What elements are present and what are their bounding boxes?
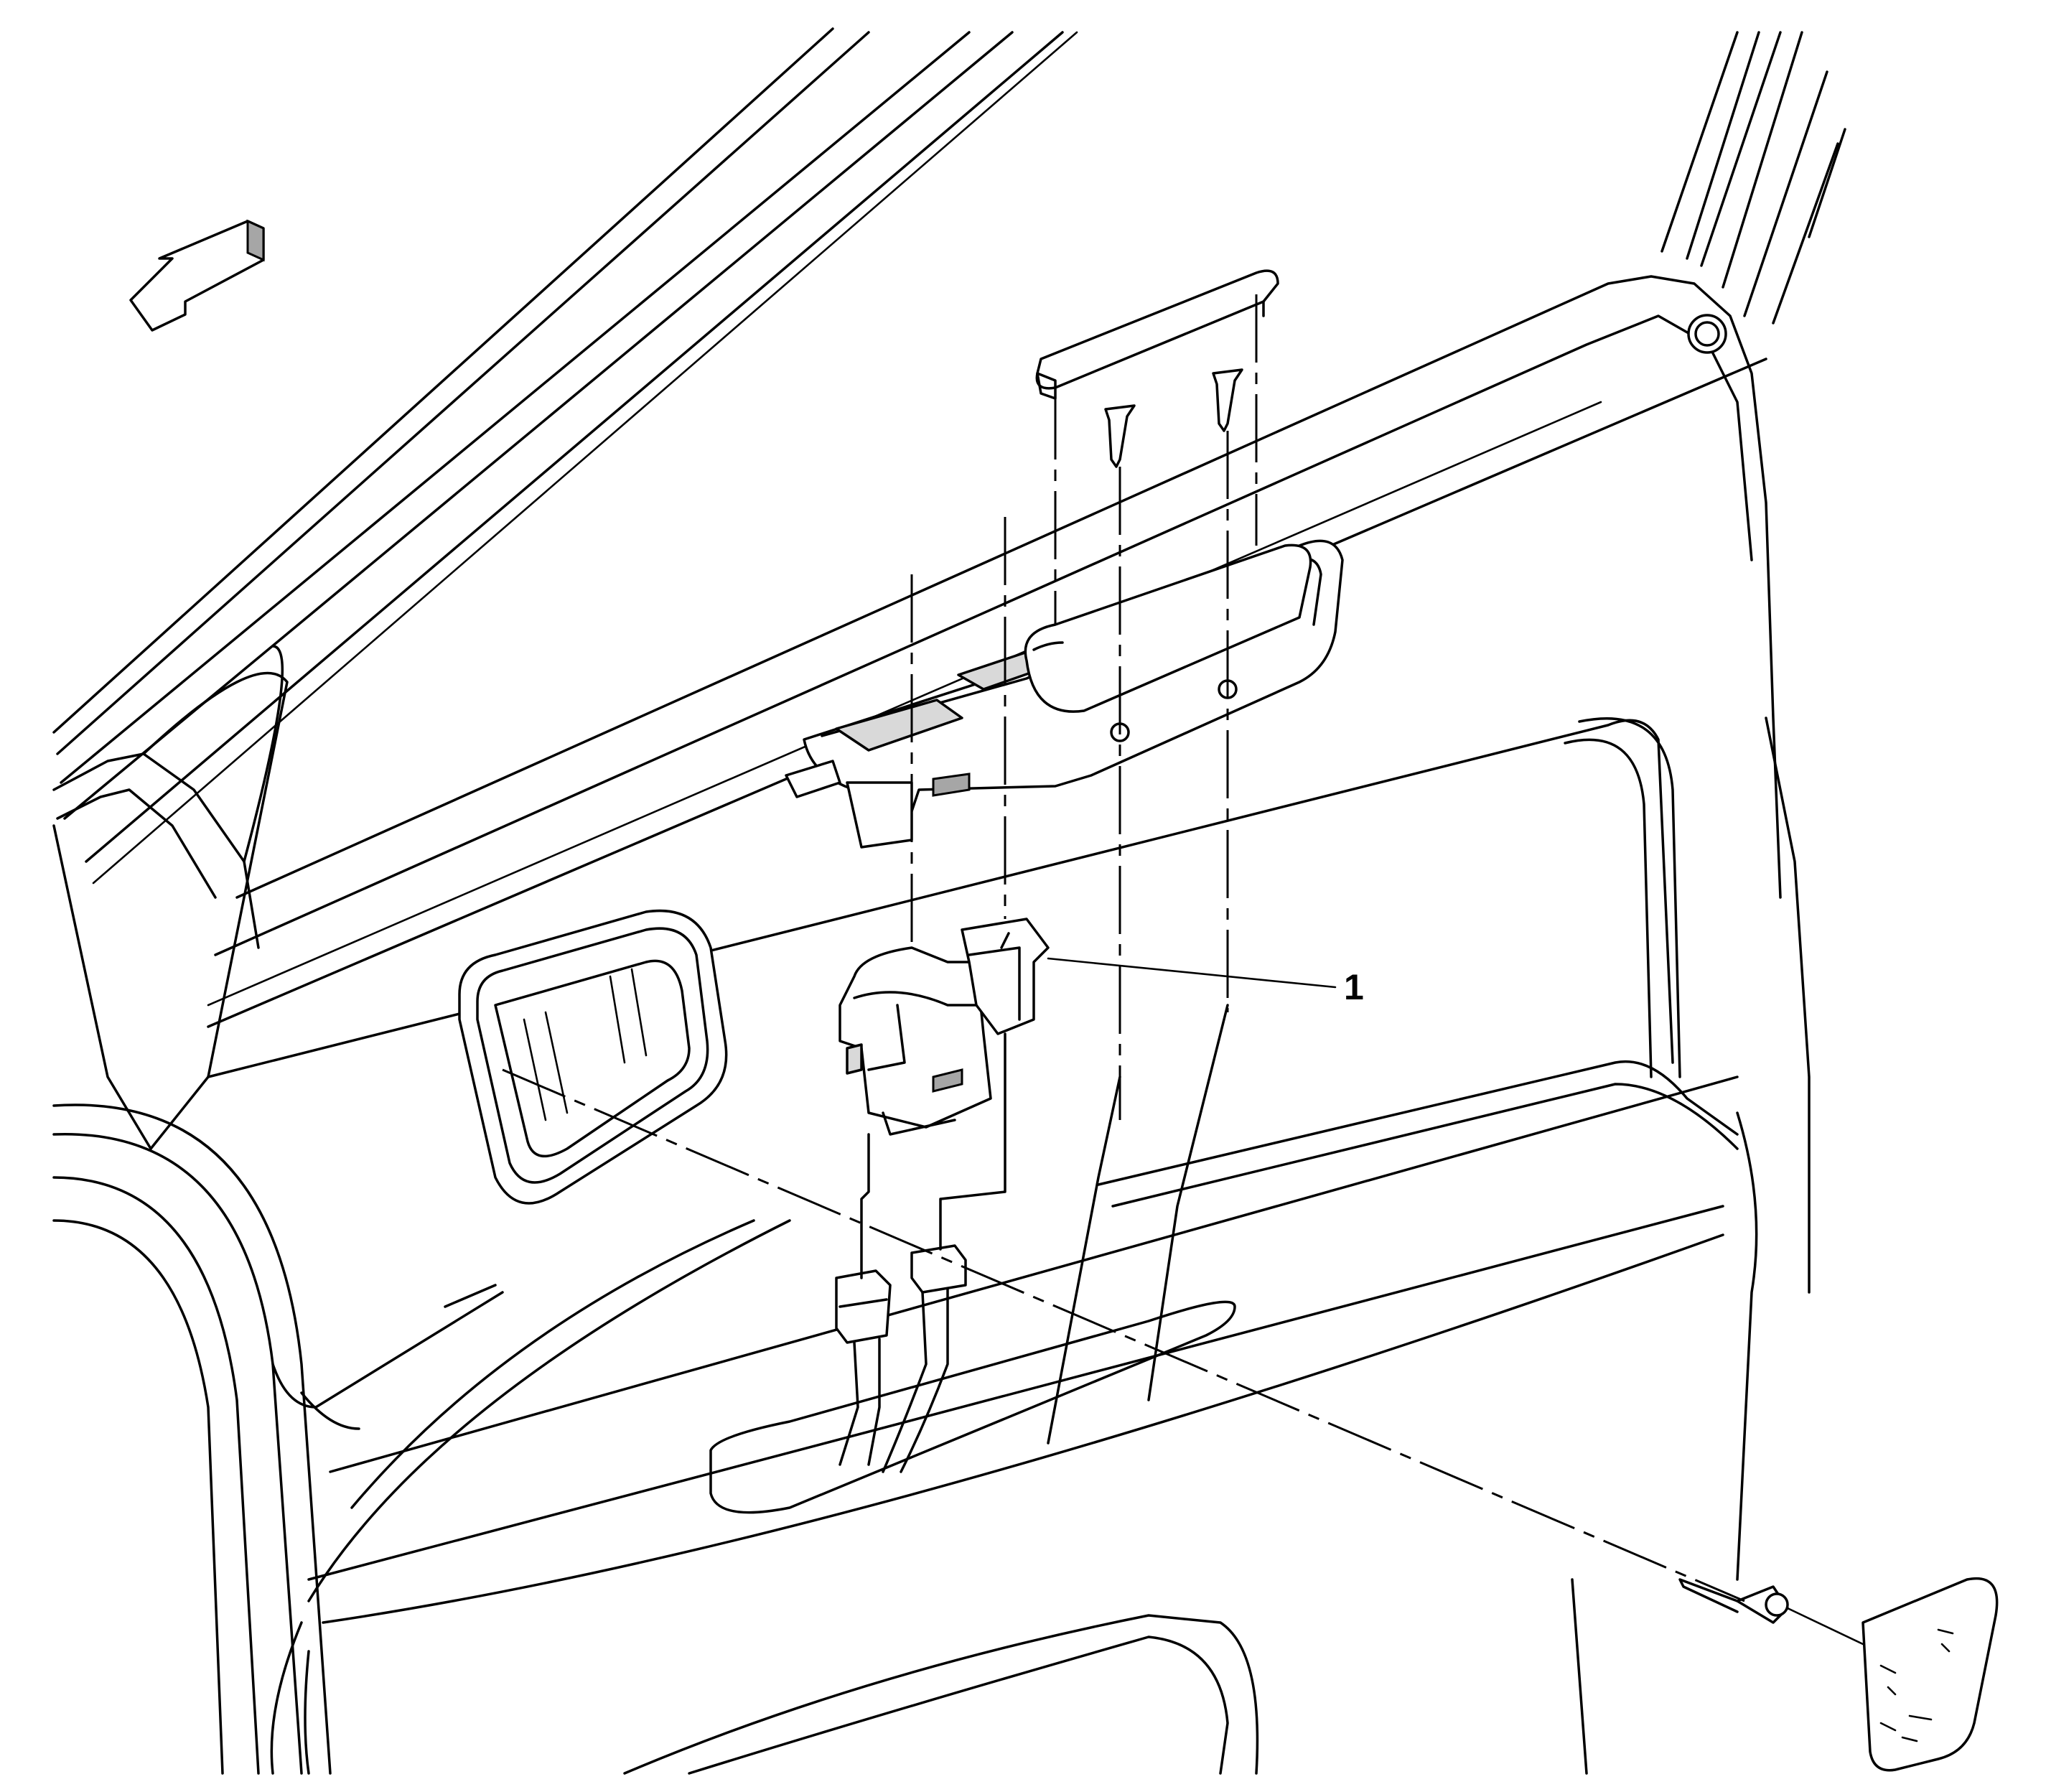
door-panel-body [207, 717, 1811, 1775]
door-belt-line [207, 275, 1782, 1028]
windshield-frame [52, 27, 1078, 885]
door-trim-cap [1862, 1577, 1999, 1772]
window-switch-bezel [785, 539, 1344, 849]
harness-connector [835, 1244, 967, 1344]
door-grommet [1687, 314, 1727, 354]
callout-1: 1 [1047, 957, 1364, 1007]
rear-pillar [1660, 31, 1846, 325]
switch-connector [961, 918, 1050, 1035]
window-switch [839, 946, 992, 1136]
switch-trim-plate [1035, 269, 1279, 400]
a-pillar [52, 645, 289, 1150]
wiring-harness [839, 1032, 1006, 1473]
door-lower-front [52, 1103, 504, 1775]
callout-label: 1 [1344, 967, 1364, 1007]
screw-icon [1678, 1578, 1789, 1624]
door-map-pocket [709, 1300, 1236, 1514]
door-handle-bezel [458, 909, 728, 1205]
direction-arrow-icon [129, 219, 265, 332]
guide-lines [502, 294, 1864, 1646]
screw-icon [1104, 368, 1243, 468]
